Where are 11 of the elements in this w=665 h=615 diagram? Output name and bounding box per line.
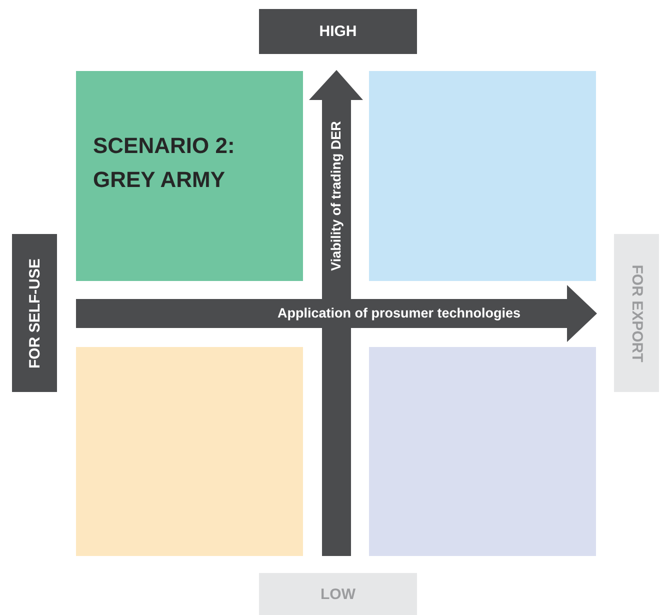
quadrant-box [76,347,303,556]
scenario-title: SCENARIO 2: GREY ARMY [93,132,236,194]
quadrant-box [369,347,596,556]
axis-end-label: FOR SELF-USE [12,234,57,392]
axis-end-label: LOW [259,573,417,615]
quadrant-box [369,71,596,281]
axis-label: Application of prosumer technologies [277,306,521,320]
axis-end-label: HIGH [259,9,417,54]
axis-label: Viability of trading DER [328,121,344,271]
axis-end-label: FOR EXPORT [614,234,659,392]
quadrant-box [76,71,303,281]
